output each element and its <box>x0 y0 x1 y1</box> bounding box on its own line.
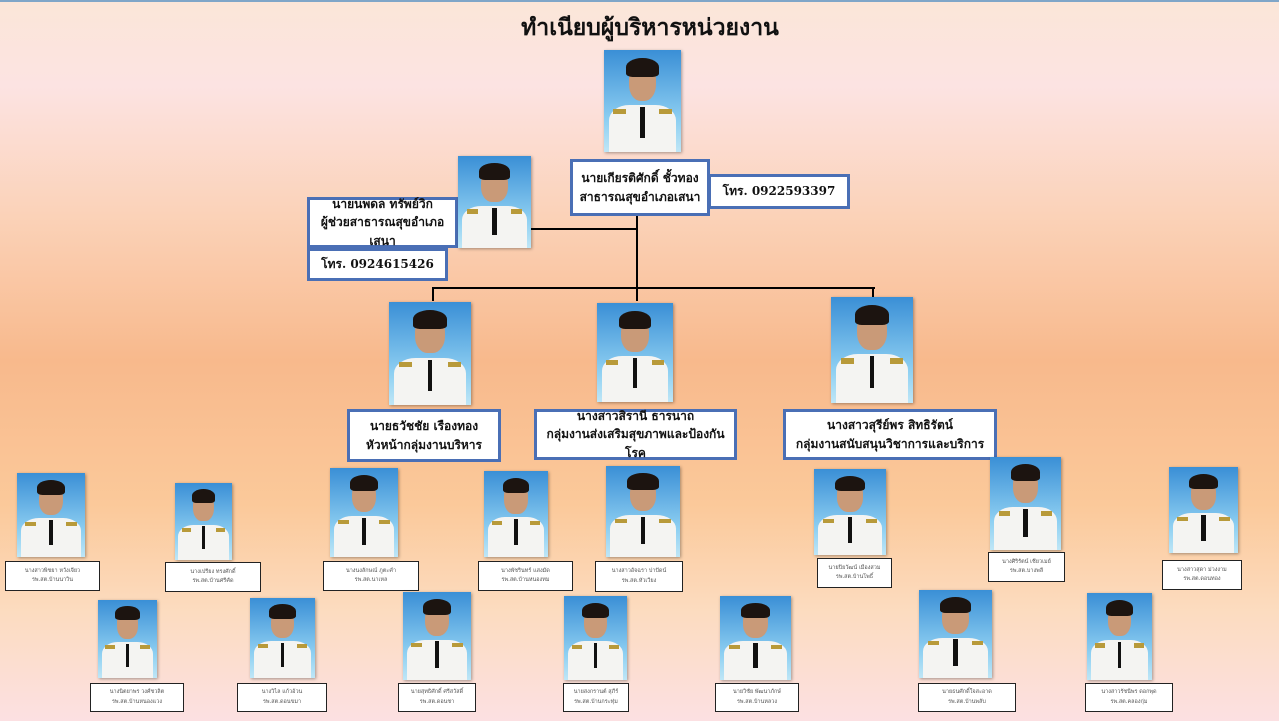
page-title: ทำเนียบผู้บริหารหน่วยงาน <box>521 14 779 41</box>
staff-name: นายวิชัย พัฒนาภักษ์ <box>733 689 781 696</box>
staff-label-box: นายปิยวัฒน์ เมืองสวมรพ.สต.บ้านโพธิ์ <box>817 558 892 588</box>
staff-name: นายสุทธิศักดิ์ ศรีสวัสดิ์ <box>410 689 464 696</box>
group-head-name: นางสาวสุรีย์พร สิทธิรัตน์ <box>827 417 953 432</box>
staff-label-box: นางสาวสุดา ม่วงงามรพ.สต.ดอนทอง <box>1162 560 1242 590</box>
staff-label-box: นายสุทธิศักดิ์ ศรีสวัสดิ์รพ.สต.ดอนชา <box>398 683 476 712</box>
deputy-phone: โทร. 0924615426 <box>321 257 434 272</box>
staff-unit: รพ.สต.คลองกุ่ม <box>1110 698 1148 705</box>
group-head-box: นางสาวสุรีย์พร สิทธิรัตน์ กลุ่มงานสนับสน… <box>783 409 997 460</box>
group-head-position: หัวหน้ากลุ่มงานบริหาร <box>366 437 482 452</box>
deputy-box: นายนพดล ทรัพย์วิก ผู้ช่วยสาธารณสุขอำเภอเ… <box>307 197 458 248</box>
staff-unit: รพ.สต.บ้านพลับ <box>948 698 986 705</box>
staff-name: นางเปรียง ทรงศักดิ์ <box>190 568 236 575</box>
staff-photo <box>175 483 232 560</box>
group-head-box: นางสาวสิรานี ธารนาถ กลุ่มงานส่งเสริมสุขภ… <box>534 409 737 460</box>
staff-unit: รพ.สต.บ้านหนองแวง <box>111 698 163 705</box>
staff-unit: รพ.สต.บางพลี <box>1009 568 1044 574</box>
staff-name: นางสาวรัชนีพร ดอกพุด <box>1101 689 1157 696</box>
staff-name: นางวิไล แก้วอ้วน <box>261 689 303 696</box>
staff-name: นายสงกรานต์ สุภีร์ <box>573 689 619 696</box>
staff-label-box: นางนงลักษณ์ ภูตะคำรพ.สต.นาเหล <box>323 561 419 591</box>
staff-name: นายปิยวัฒน์ เมืองสวม <box>828 564 881 571</box>
staff-name: นางศิริรัตน์ เชียวเมย์ <box>1002 558 1051 565</box>
connector-line <box>872 287 874 299</box>
staff-photo <box>990 457 1061 550</box>
staff-photo <box>250 598 315 678</box>
staff-photo <box>564 596 627 680</box>
director-phone-box: โทร. 0922593397 <box>708 174 850 209</box>
staff-unit: รพ.สต.บ้านศรีคัด <box>192 578 234 584</box>
director-box: นายเกียรติศักดิ์ ชั้วทอง สาธารณสุขอำเภอเ… <box>570 159 710 216</box>
staff-photo <box>17 473 85 557</box>
staff-photo <box>484 471 548 557</box>
staff-photo <box>606 466 680 557</box>
deputy-name: นายนพดล ทรัพย์วิก <box>332 196 433 211</box>
staff-label-box: นางเปรียง ทรงศักดิ์รพ.สต.บ้านศรีคัด <box>165 562 261 592</box>
staff-photo <box>814 469 886 555</box>
staff-name: นางพัชรินทร์ แสงมัด <box>501 567 550 574</box>
staff-label-box: นางพัชรินทร์ แสงมัดรพ.สต.บ้านหนองทม <box>478 561 573 591</box>
group-head-box: นายธวัชชัย เรืองทอง หัวหน้ากลุ่มงานบริหา… <box>347 409 501 462</box>
group-head-photo <box>389 302 471 405</box>
staff-name: นางสาวอัจฉรา ปาปัดน์ <box>611 568 667 575</box>
staff-unit: รพ.สต.นาเหล <box>354 577 388 583</box>
staff-photo <box>98 600 157 678</box>
staff-unit: รพ.สต.หัวเวียง <box>621 577 657 584</box>
staff-unit: รพ.สต.ดอนขมา <box>262 698 302 705</box>
connector-line <box>432 287 875 289</box>
connector-line <box>432 287 434 301</box>
connector-line <box>636 214 638 289</box>
group-head-photo <box>597 303 673 402</box>
staff-photo <box>1169 467 1238 553</box>
director-name: นายเกียรติศักดิ์ ชั้วทอง <box>581 170 699 185</box>
staff-label-box: นายวิชัย พัฒนาภักษ์รพ.สต.บ้านหลวง <box>715 683 799 712</box>
staff-unit: รพ.สต.บ้านนาวิน <box>31 577 74 583</box>
staff-label-box: นางนิตยาพร วงศ์ชวลิตรพ.สต.บ้านหนองแวง <box>90 683 184 712</box>
staff-label-box: นางศิริรัตน์ เชียวเมย์รพ.สต.บางพลี <box>988 552 1065 582</box>
staff-label-box: นางสาวอัจฉรา ปาปัดน์รพ.สต.หัวเวียง <box>595 561 683 592</box>
group-head-name: นางสาวสิรานี ธารนาถ <box>576 408 695 423</box>
staff-photo <box>1087 593 1152 680</box>
staff-photo <box>403 592 471 680</box>
staff-name: นางนงลักษณ์ ภูตะคำ <box>345 567 397 574</box>
staff-label-box: นางสาวรัชนีพร ดอกพุดรพ.สต.คลองกุ่ม <box>1085 683 1173 712</box>
group-head-position: กลุ่มงานสนับสนุนวิชาการและบริการ <box>795 436 985 451</box>
deputy-photo <box>458 156 531 248</box>
group-head-photo <box>831 297 913 403</box>
director-photo <box>604 50 681 152</box>
group-head-position: กลุ่มงานส่งเสริมสุขภาพและป้องกันโรค <box>546 427 725 460</box>
staff-photo <box>919 590 992 678</box>
staff-photo <box>330 468 398 557</box>
staff-name: นางสาวพิชยา หวังเจียว <box>24 567 81 574</box>
staff-name: นางนิตยาพร วงศ์ชวลิต <box>109 689 165 696</box>
staff-unit: รพ.สต.บ้านกระทุ่ม <box>574 698 618 705</box>
staff-unit: รพ.สต.บ้านหลวง <box>736 698 778 705</box>
staff-label-box: นายธนศักดิ์ใจสะอาดรพ.สต.บ้านพลับ <box>918 683 1016 712</box>
connector-line <box>636 287 638 301</box>
director-phone: โทร. 0922593397 <box>722 184 836 199</box>
staff-name: นายธนศักดิ์ใจสะอาด <box>942 689 992 696</box>
staff-name: นางสาวสุดา ม่วงงาม <box>1177 566 1227 573</box>
connector-line <box>531 228 638 230</box>
staff-label-box: นางวิไล แก้วอ้วนรพ.สต.ดอนขมา <box>237 683 327 712</box>
group-head-name: นายธวัชชัย เรืองทอง <box>369 418 479 433</box>
deputy-phone-box: โทร. 0924615426 <box>307 248 448 281</box>
staff-unit: รพ.สต.ดอนชา <box>419 698 455 705</box>
director-position: สาธารณสุขอำเภอเสนา <box>579 189 701 204</box>
staff-unit: รพ.สต.ดอนทอง <box>1183 576 1221 582</box>
staff-label-box: นางสาวพิชยา หวังเจียวรพ.สต.บ้านนาวิน <box>5 561 100 591</box>
staff-unit: รพ.สต.บ้านโพธิ์ <box>835 574 874 580</box>
top-border <box>0 0 1279 2</box>
staff-photo <box>720 596 791 680</box>
staff-label-box: นายสงกรานต์ สุภีร์รพ.สต.บ้านกระทุ่ม <box>563 683 629 712</box>
deputy-position: ผู้ช่วยสาธารณสุขอำเภอเสนา <box>320 215 445 248</box>
staff-unit: รพ.สต.บ้านหนองทม <box>501 577 550 583</box>
